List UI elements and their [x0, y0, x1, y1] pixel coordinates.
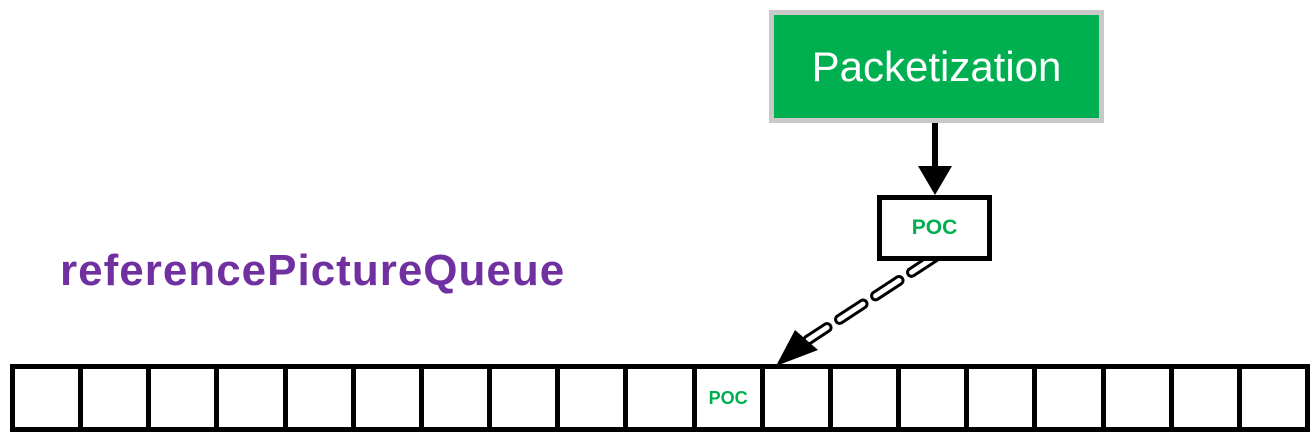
- queue-cell: POC: [696, 369, 765, 427]
- queue-cell: [832, 369, 902, 427]
- queue-cell: [15, 369, 84, 427]
- queue-cell: [560, 369, 629, 427]
- queue-cell: [764, 369, 833, 427]
- queue-cell-poc-label: POC: [708, 387, 748, 408]
- queue-cell: [423, 369, 493, 427]
- queue-cell: [1241, 369, 1310, 427]
- queue-cell: [1105, 369, 1174, 427]
- poc-box-label: POC: [911, 216, 958, 239]
- queue-cell: [355, 369, 424, 427]
- queue-title: referencePictureQueue: [60, 246, 566, 295]
- solid-arrowhead: [918, 166, 952, 195]
- queue-cell: [492, 369, 561, 427]
- queue-cell: [628, 369, 697, 427]
- queue-cell: [83, 369, 152, 427]
- queue-cell: [1173, 369, 1242, 427]
- dashed-arrowhead: [776, 330, 818, 366]
- poc-box: POC: [877, 195, 992, 261]
- reference-picture-queue: POC: [10, 364, 1310, 432]
- queue-cell: [151, 369, 220, 427]
- queue-cell: [219, 369, 288, 427]
- queue-cell: [901, 369, 970, 427]
- queue-cell: [287, 369, 356, 427]
- dashed-arrow-inner: [805, 254, 938, 343]
- packetization-box: Packetization: [769, 10, 1104, 123]
- packetization-label: Packetization: [811, 42, 1062, 90]
- queue-cell: [969, 369, 1038, 427]
- queue-cell: [1037, 369, 1106, 427]
